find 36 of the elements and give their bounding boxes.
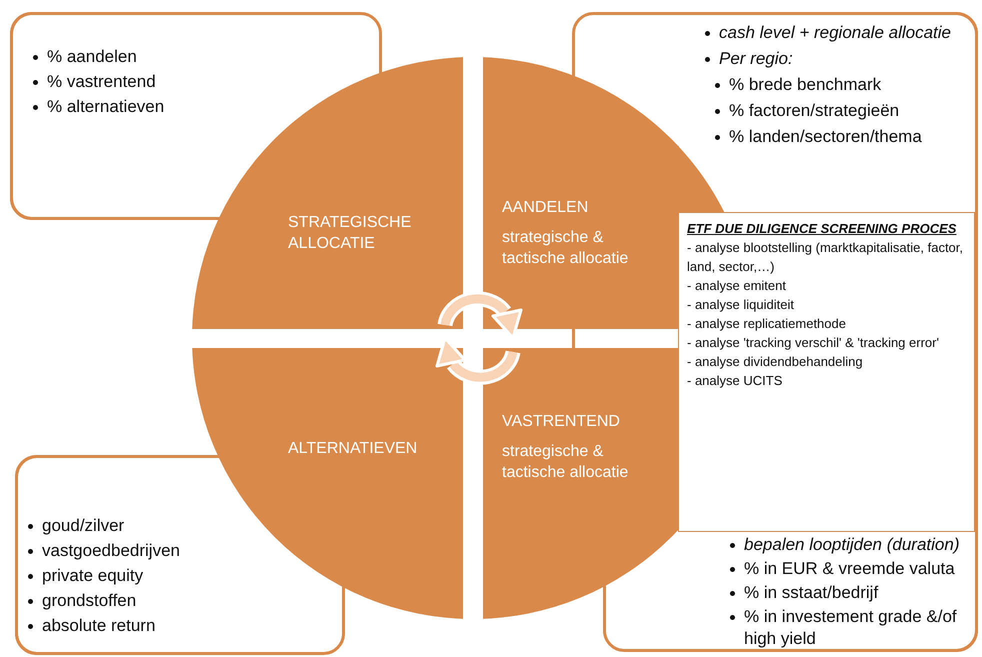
bullet-item: Per regio: [705,48,793,70]
bullet-item: absolute return [28,615,156,637]
bullet-item: private equity [28,565,144,587]
bullet-item: % landen/sectoren/thema [715,126,922,148]
list-line: - analyse emitent [687,277,787,295]
quadrant-segment [483,57,678,329]
bullet-item: bepalen looptijden (duration) [730,534,976,556]
info-box [678,212,975,532]
list-line: - analyse liquiditeit [687,296,795,314]
quadrant-title: ALTERNATIEVEN [288,439,418,459]
bullet-item: % factoren/strategieën [715,100,900,122]
list-line: - analyse replicatiemethode [687,315,847,333]
bullet-item: cash level + regionale allocatie [705,22,952,44]
list-line: - analyse 'tracking verschil' & 'tracking error' [687,334,940,352]
quadrant-subtitle: strategische & tactische allocatie [502,442,630,483]
bullet-item: vastgoedbedrijven [28,540,180,562]
quadrant-segment [483,348,678,620]
bullet-item: % in EUR & vreemde valuta [730,558,976,580]
quadrant-title: VASTRENTEND [502,412,621,432]
list-line: - analyse dividendbehandeling [687,353,864,371]
bullet-item: goud/zilver [28,515,124,537]
quadrant-title: AANDELEN [502,198,590,218]
quadrant-title: STRATEGISCHE ALLOCATIE [288,213,412,254]
quadrant-subtitle: strategische & tactische allocatie [502,228,630,269]
box-heading: ETF DUE DILIGENCE SCREENING PROCES [687,220,958,238]
bullet-item: % alternatieven [33,96,164,118]
list-line: - analyse blootstelling (marktkapitalisatie, factor, land, sector,…) [687,239,964,276]
bullet-item: % in investement grade &/of high yield [730,606,976,650]
bullet-item: grondstoffen [28,590,136,612]
bullet-item: % brede benchmark [715,74,882,96]
quadrant-segment [192,57,463,329]
quadrant-segment [192,348,463,620]
bullet-item: % in sstaat/bedrijf [730,582,976,604]
list-line: - analyse UCITS [687,372,784,390]
bullet-item: % vastrentend [33,71,156,93]
bullet-item: % aandelen [33,46,137,68]
